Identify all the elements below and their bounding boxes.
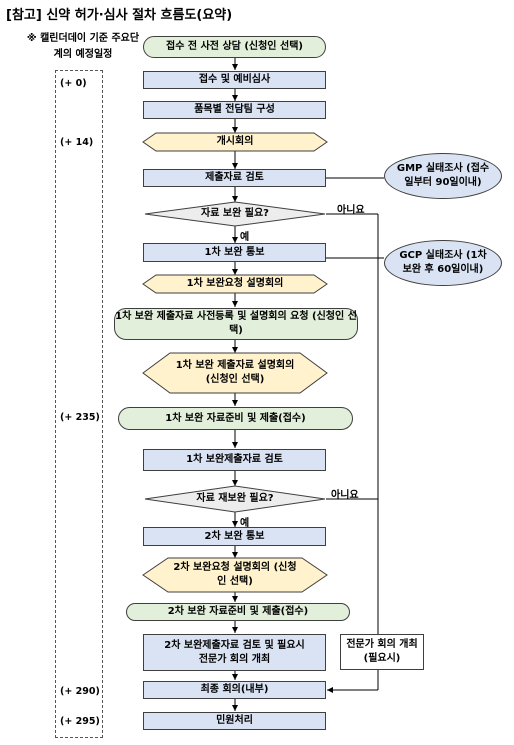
no-label: 아니요 — [331, 490, 359, 501]
first-review-step: 1차 보완제출자료 검토 — [143, 449, 326, 471]
second-prepare-submit: 2차 보완 자료준비 및 제출(접수) — [126, 603, 350, 621]
second-supplement-notice: 2차 보완 통보 — [143, 527, 326, 546]
kickoff-meeting-step: 개시회의 — [216, 136, 254, 147]
first-prepare-submit: 1차 보완 자료준비 및 제출(접수) — [118, 407, 353, 430]
first-explain-meeting: 1차 보완 제출자료 설명회의 (신청인 선택) — [175, 360, 295, 385]
decision-resupplement: 자료 재보완 필요? — [196, 493, 274, 504]
schedule-note: ※ 캘린더데이 기준 주요단계의 예정일정 — [26, 33, 140, 60]
review-step: 제출자료 검토 — [143, 169, 326, 187]
team-step: 품목별 전담팀 구성 — [143, 101, 326, 119]
civil-processing-step: 민원처리 — [143, 712, 326, 730]
day-label: (+ 235) — [60, 412, 100, 423]
second-review-step: 2차 보완제출자료 검토 및 필요시 전문가 회의 개최 — [143, 634, 326, 671]
page-title: [참고] 신약 허가·심사 절차 흐름도(요약) — [6, 8, 233, 23]
day-label: (+ 295) — [60, 716, 100, 727]
final-meeting-step: 최종 회의(내부) — [143, 681, 326, 699]
yes-label: 예 — [240, 232, 250, 243]
gmp-inspection: GMP 실태조사 (접수일부터 90일이내) — [384, 153, 502, 199]
first-supplement-meeting: 1차 보완요청 설명회의 — [186, 278, 284, 289]
gcp-inspection: GCP 실태조사 (1차보완 후 60일이내) — [384, 240, 502, 286]
expert-meeting: 전문가 회의 개최 (필요시) — [340, 634, 424, 670]
day-label: (+ 14) — [60, 137, 94, 148]
day-label: (+ 290) — [60, 686, 100, 697]
first-supplement-notice: 1차 보완 통보 — [143, 243, 326, 262]
yes-label: 예 — [240, 518, 250, 529]
receipt-step: 접수 및 예비심사 — [143, 71, 326, 89]
second-supplement-meeting: 2차 보완요청 설명회의 (신청인 선택) — [173, 562, 297, 587]
pre-consult-step: 접수 전 사전 상담 (신청인 선택) — [143, 36, 326, 58]
schedule-column — [55, 70, 103, 738]
no-label: 아니요 — [337, 205, 365, 216]
decision-supplement: 자료 보완 필요? — [201, 208, 269, 219]
first-preregistration-step: 1차 보완 제출자료 사전등록 및 설명회의 요청 (신청인 선택) — [114, 308, 358, 340]
day-label: (+ 0) — [60, 78, 87, 89]
